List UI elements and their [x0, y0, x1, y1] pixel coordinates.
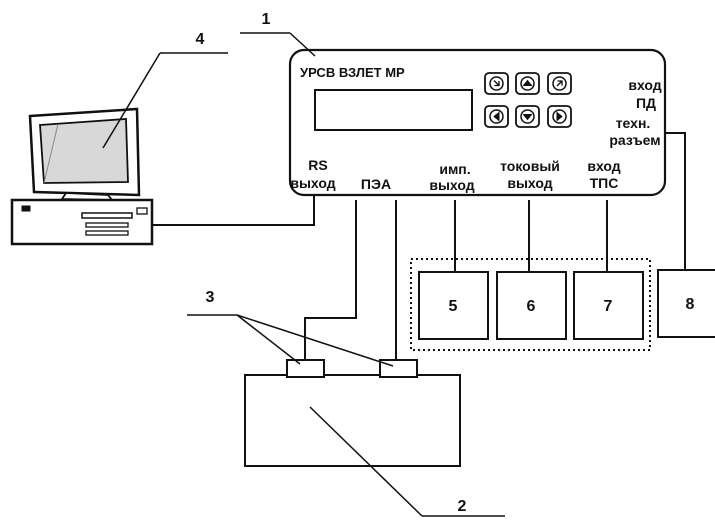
device-5: 5 [418, 271, 489, 340]
display-window [314, 89, 473, 131]
tps-port-label-line2: ТПС [590, 175, 619, 191]
keypad-key-5 [515, 105, 540, 128]
device-8-box [657, 269, 715, 338]
computer [10, 107, 154, 246]
keypad-key-4 [484, 105, 509, 128]
device-6: 6 [496, 271, 567, 340]
keypad-key-1 [484, 72, 509, 95]
device-title: УРСВ ВЗЛЕТ МР [300, 65, 405, 80]
flowmeter-unit: УРСВ ВЗЛЕТ МР [288, 48, 667, 197]
device-7-box [573, 271, 644, 340]
current-port-label-line1: токовый [500, 158, 560, 174]
device-5-box [418, 271, 489, 340]
keypad-key-6 [547, 105, 572, 128]
power-button [136, 207, 148, 215]
monitor-screen-shade [43, 123, 59, 184]
pd-port-label-line1: вход [628, 77, 661, 93]
pea-port-label: ПЭА [361, 176, 391, 192]
system-unit [10, 198, 154, 246]
transducer-2 [379, 359, 418, 378]
drive-slot-3 [85, 230, 129, 236]
device-8: 8 [657, 269, 715, 338]
tech-port-label-line1: техн. [616, 115, 651, 131]
callout-3-number: 3 [206, 289, 215, 306]
drive-slot-2 [85, 222, 129, 228]
imp-port-label-line2: выход [429, 177, 474, 193]
tech-port-label-line2: разъем [609, 132, 660, 148]
current-port-label-line2: выход [507, 175, 552, 191]
tps-port-label-line1: вход [587, 158, 620, 174]
rs-port-label-line1: RS [308, 157, 327, 173]
callout-4-leader [102, 52, 161, 149]
keypad-key-3 [547, 72, 572, 95]
device-7: 7 [573, 271, 644, 340]
callout-1-leader [289, 32, 316, 57]
keypad-key-2 [515, 72, 540, 95]
wiring [152, 132, 686, 360]
callout-3-leader-2 [236, 314, 394, 367]
pea-cable-1 [304, 200, 357, 360]
device-6-number: 6 [527, 298, 536, 315]
device-5-number: 5 [449, 298, 458, 315]
rs-port-label-line2: выход [290, 175, 335, 191]
pipe-section [244, 359, 461, 467]
callout-1-number: 1 [262, 11, 271, 28]
rs-cable [152, 195, 315, 226]
monitor-screen [39, 118, 129, 184]
device-6-box [496, 271, 567, 340]
system-unit-led [21, 205, 31, 212]
callout-3-leader-1 [236, 314, 301, 365]
device-7-number: 7 [604, 298, 613, 315]
pipe-body [244, 374, 461, 467]
transducer-1 [286, 359, 325, 378]
callout-4-number: 4 [196, 31, 205, 48]
drive-slot-1 [81, 212, 133, 219]
device-8-number: 8 [686, 296, 695, 313]
keypad [484, 72, 572, 128]
imp-port-label-line1: имп. [439, 161, 470, 177]
pd-port-label-line2: ПД [636, 95, 656, 111]
callout-2-leader [309, 406, 423, 517]
callout-2-number: 2 [458, 498, 467, 515]
tech-cable [665, 132, 686, 270]
